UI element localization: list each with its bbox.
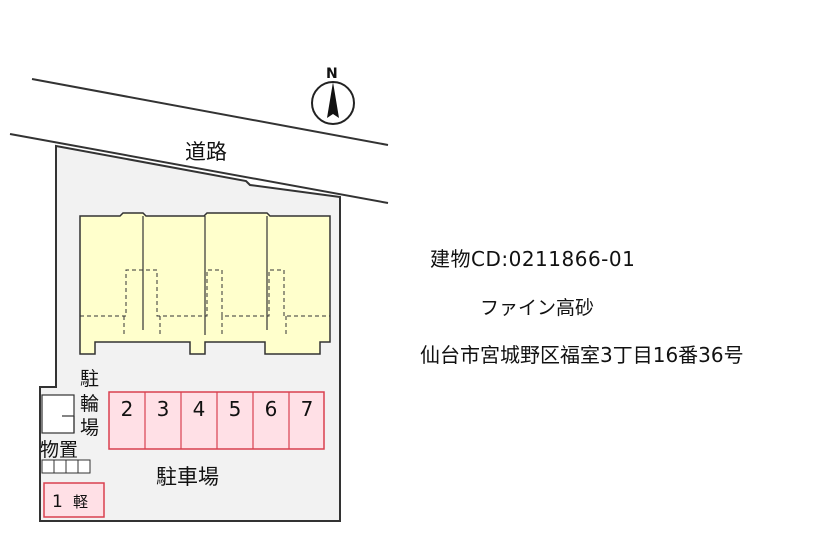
parking-space-number: 4	[193, 397, 206, 421]
parking-space-number: 7	[301, 397, 314, 421]
storage-label: 物置	[40, 439, 78, 461]
road-edge-top	[31, 78, 389, 146]
road-edge-bottom	[9, 133, 389, 204]
kei-car-space	[43, 482, 105, 518]
bicycle-parking-label: 輪	[80, 393, 99, 415]
building-address: 仙台市宮城野区福室3丁目16番36号	[420, 343, 744, 367]
bicycle-parking-label: 場	[80, 417, 99, 439]
bicycle-parking-area	[41, 394, 75, 434]
storage-units	[41, 459, 91, 474]
building-code: 建物CD:0211866-01	[430, 247, 636, 271]
parking-space-number: 2	[121, 397, 134, 421]
interior-dashed-lines	[80, 269, 330, 335]
parking-space-number: 3	[157, 397, 170, 421]
parking-label: 駐車場	[156, 465, 219, 489]
parking-space-numbers: 2 3 4 5 6 7	[121, 397, 314, 421]
apartment-building	[79, 212, 331, 355]
road-label: 道路	[185, 140, 227, 164]
parking-space-number: 5	[229, 397, 242, 421]
parking-dividers	[144, 392, 290, 449]
north-arrow: N	[311, 66, 355, 125]
building-name: ファイン高砂	[480, 297, 595, 319]
kei-space-number: 1	[52, 492, 63, 512]
kei-space-label: 軽	[73, 493, 88, 511]
north-label: N	[326, 66, 338, 82]
parking-space-number: 6	[265, 397, 278, 421]
bicycle-parking-label: 駐	[80, 368, 99, 390]
north-arrow-icon	[327, 82, 339, 118]
